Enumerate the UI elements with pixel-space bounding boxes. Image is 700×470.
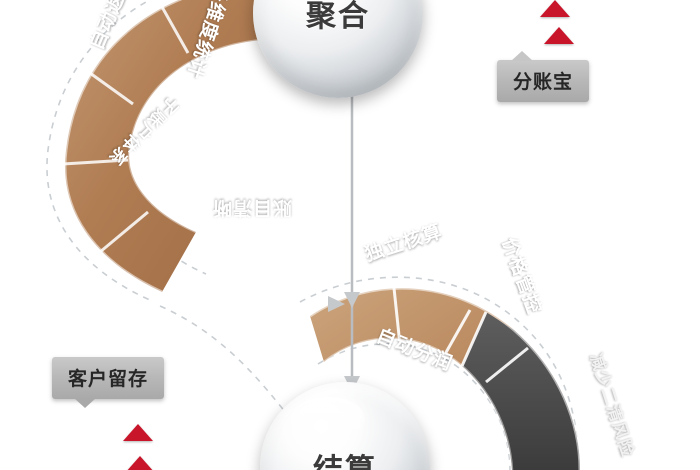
band-upper-inner-rim — [127, 38, 263, 234]
band-lower-rim — [309, 286, 582, 470]
band-upper-rim — [63, 0, 183, 294]
segment-label-clear-account: 账目清晰 — [212, 197, 293, 219]
callout-kehuliucun-label: 客户留存 — [68, 368, 149, 390]
red-triangle-icon-bottom-2 — [125, 456, 155, 470]
dashed-guide-lower-inner — [317, 342, 511, 470]
node-sphere-bottom-label: 结算 — [313, 445, 377, 470]
callout-tail-up-icon — [511, 51, 533, 61]
node-sphere-top-label: 聚合 — [306, 0, 370, 34]
dashed-guide-upper-outer — [46, 0, 152, 301]
callout-fenzhangbao[interactable]: 分账宝 — [497, 51, 590, 102]
band-lower-dividers — [392, 287, 529, 384]
callout-tail-down-icon — [74, 398, 96, 408]
node-sphere-top: 聚合 — [253, 0, 423, 98]
red-triangle-icon-bottom-1 — [123, 424, 153, 441]
band-lower-dark-segment — [462, 312, 580, 470]
dashed-guide-lower-outer — [299, 276, 579, 470]
band-upper-dividers — [62, 0, 190, 254]
mid-arrowhead — [328, 296, 345, 312]
red-triangle-icon-top-2 — [544, 27, 574, 44]
callout-fenzhangbao-label: 分账宝 — [513, 71, 574, 93]
band-upper — [65, 0, 262, 292]
red-triangle-icon-top-1 — [540, 0, 570, 17]
callout-kehuliucun[interactable]: 客户留存 — [52, 357, 165, 408]
